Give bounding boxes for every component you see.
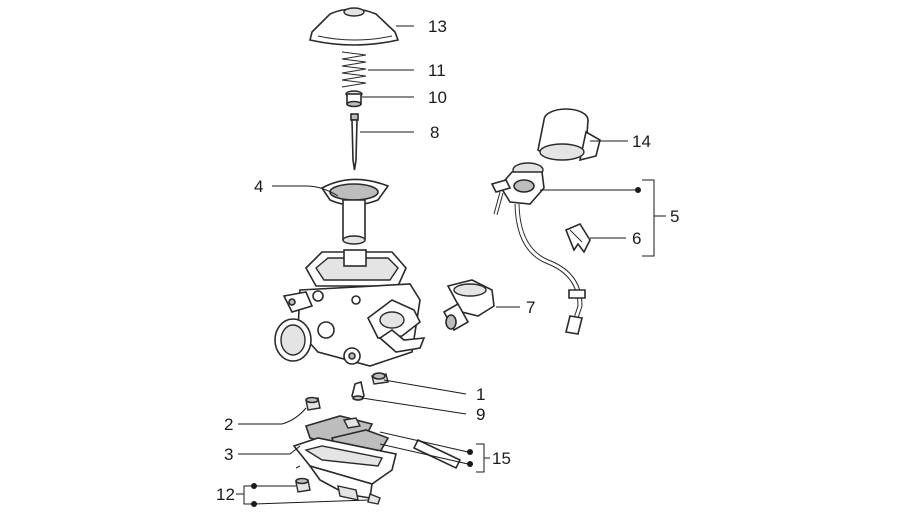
callout-8: 8 [430, 123, 439, 142]
part-2-screw [305, 396, 321, 411]
part-9-needle-valve [351, 380, 365, 401]
callout-labels: 13 11 10 8 4 7 14 5 6 1 9 2 3 15 12 [216, 17, 679, 504]
callout-2: 2 [224, 415, 233, 434]
callout-5: 5 [670, 207, 679, 226]
carburetor-body [274, 249, 426, 367]
part-3-bowl [292, 437, 397, 501]
part-6-clip [564, 222, 591, 254]
callout-11: 11 [428, 61, 446, 80]
callout-3: 3 [224, 445, 233, 464]
callout-9: 9 [476, 405, 485, 424]
callout-12: 12 [216, 485, 235, 504]
callout-15: 15 [492, 449, 511, 468]
part-14-cap [537, 108, 601, 162]
callout-1: 1 [476, 385, 485, 404]
callout-7: 7 [526, 298, 535, 317]
callout-dots [251, 187, 641, 507]
part-5-starter [490, 162, 586, 335]
callout-6: 6 [632, 229, 641, 248]
part-8-needle [350, 113, 359, 171]
part-10-seat [345, 90, 363, 108]
part-12-screws [295, 477, 381, 505]
part-4-diaphragm [320, 178, 390, 245]
callout-4: 4 [254, 177, 263, 196]
callout-10: 10 [428, 88, 447, 107]
callout-14: 14 [632, 132, 651, 151]
part-7-choke [442, 279, 495, 332]
part-1-jet [371, 372, 389, 385]
leader-lines [236, 25, 666, 505]
part-11-spring [341, 51, 367, 88]
part-13-cover [309, 7, 400, 46]
callout-13: 13 [428, 17, 447, 36]
